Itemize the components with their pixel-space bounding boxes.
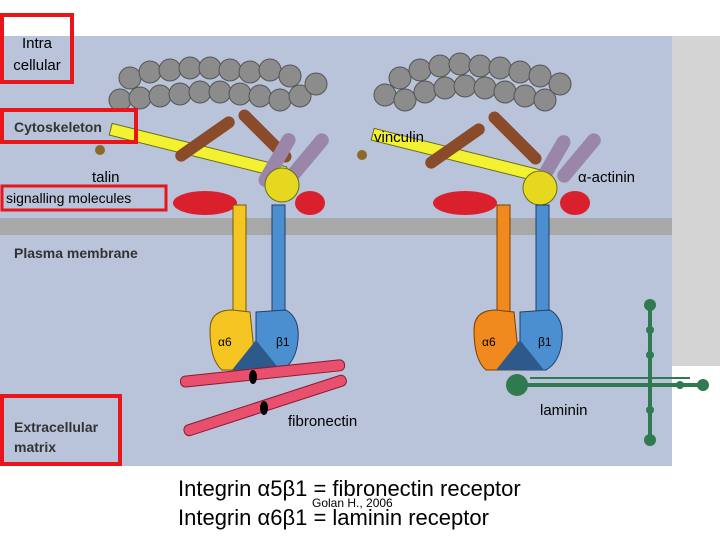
alpha-stalk-right	[496, 204, 511, 326]
cytoskeleton-label: Cytoskeleton	[14, 119, 102, 135]
signal-ellipse-4	[560, 191, 590, 215]
alpha-stalk-left	[232, 204, 247, 326]
intracellular-box	[0, 13, 74, 84]
fibronectin-rod-1	[179, 359, 346, 388]
adaptor-left	[258, 133, 296, 187]
caption-line2: Integrin α6β1 = laminin receptor	[178, 505, 489, 530]
beta-label-left: β1	[276, 335, 290, 349]
caption-credit: Golan H., 2006	[312, 496, 393, 510]
fibronectin-knot-2	[260, 401, 268, 415]
intracellular-label-line2: cellular	[13, 57, 61, 74]
signal-ellipse-2	[295, 191, 325, 215]
alpha-label-left: α6	[218, 335, 232, 349]
actin-filament-left	[108, 56, 328, 112]
adaptor-left-2	[285, 133, 329, 183]
vinculin-rod-left	[175, 116, 235, 162]
focal-ball-left	[264, 167, 300, 203]
extracellular-label-line2: matrix	[14, 439, 56, 455]
extracellular-label-line1: Extracellular	[14, 419, 99, 435]
cytoskeleton-box	[0, 108, 138, 144]
talin-head-left	[95, 145, 105, 155]
vinculin-rod-right	[425, 123, 485, 169]
actin-filament-right	[373, 52, 572, 112]
adaptor-right-2	[557, 133, 601, 183]
beta-stalk-left	[271, 204, 286, 326]
head-junction-right	[496, 340, 544, 370]
side-panel	[672, 36, 720, 366]
vinculin-rod-right-2	[488, 111, 542, 165]
signalling-molecules-label: signalling molecules	[6, 190, 131, 206]
intracellular-label-line1: Intra	[22, 35, 53, 52]
beta-label-right: β1	[538, 335, 552, 349]
laminin-molecule	[506, 299, 709, 446]
plasma-membrane-band	[0, 218, 672, 235]
alpha-label-right: α6	[482, 335, 496, 349]
integrin-right	[473, 204, 563, 371]
vinculin-label: vinculin	[374, 129, 424, 146]
talin-label: talin	[92, 169, 120, 186]
signal-ellipse-1	[173, 191, 237, 215]
talin-head-right	[357, 150, 367, 160]
laminin-label: laminin	[540, 402, 588, 419]
focal-ball-right	[522, 170, 558, 206]
alpha-actinin-label: α-actinin	[578, 169, 635, 186]
caption-line1: Integrin α5β1 = fibronectin receptor	[178, 476, 521, 501]
signalling-box	[0, 184, 168, 212]
beta-stalk-right	[535, 204, 550, 326]
fibronectin-knot-1	[249, 370, 257, 384]
head-junction-left	[232, 340, 280, 370]
extracellular-box	[0, 394, 122, 466]
fibronectin-label: fibronectin	[288, 413, 357, 430]
plasma-membrane-label: Plasma membrane	[14, 245, 138, 261]
signal-ellipse-3	[433, 191, 497, 215]
